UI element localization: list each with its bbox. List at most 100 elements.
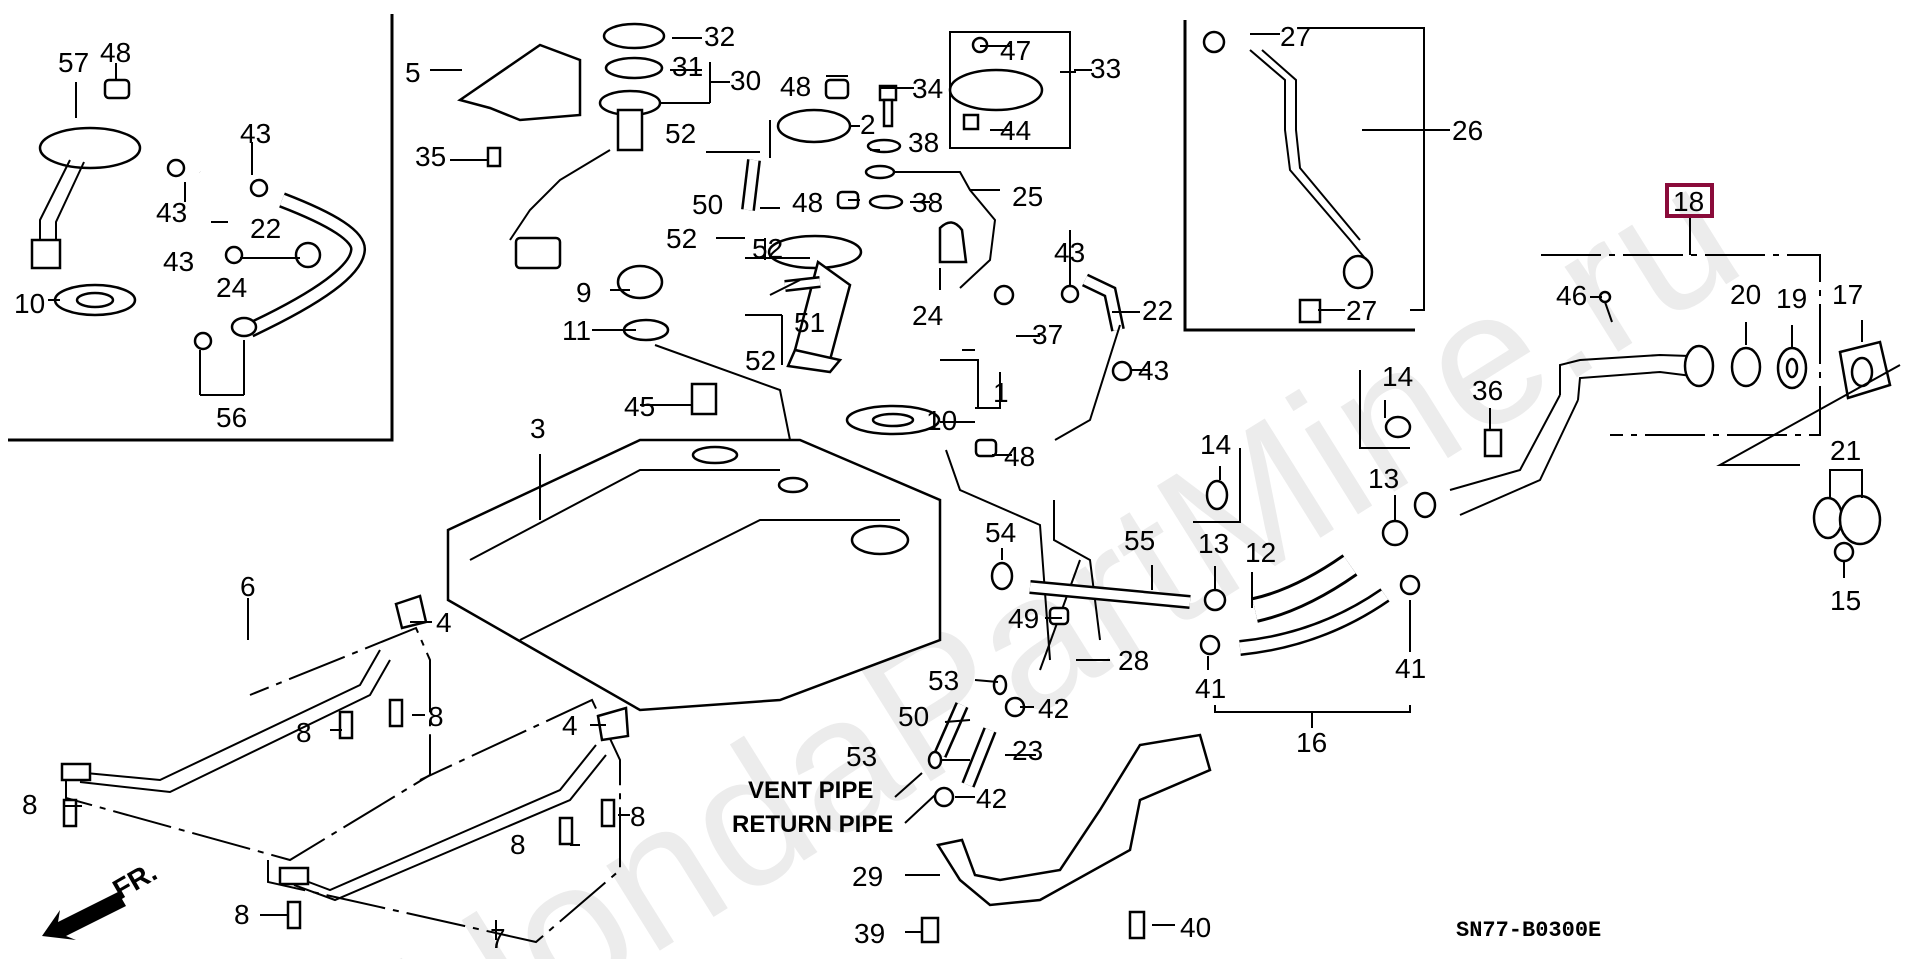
callout-39[interactable]: 39: [854, 918, 885, 949]
callout-44[interactable]: 44: [1000, 115, 1031, 146]
bracket-4b[interactable]: [596, 706, 630, 742]
clamp-14a[interactable]: [1384, 415, 1412, 439]
clip-27a[interactable]: [1202, 30, 1226, 54]
callout-21[interactable]: 21: [1830, 435, 1861, 466]
valve-9[interactable]: [616, 264, 664, 300]
clamp-43a[interactable]: [166, 158, 186, 178]
clip-24b[interactable]: [938, 221, 968, 264]
callout-57[interactable]: 57: [58, 47, 89, 78]
callout-48[interactable]: 48: [1004, 441, 1035, 472]
callout-27[interactable]: 27: [1346, 295, 1377, 326]
callout-43[interactable]: 43: [1138, 355, 1169, 386]
callout-46[interactable]: 46: [1556, 280, 1587, 311]
callout-10[interactable]: 10: [926, 405, 957, 436]
callout-37[interactable]: 37: [1032, 319, 1063, 350]
gasket-10[interactable]: [53, 283, 137, 317]
callout-13[interactable]: 13: [1198, 528, 1229, 559]
callout-1[interactable]: 1: [993, 377, 1009, 408]
nut-49[interactable]: [1048, 606, 1070, 626]
callout-38[interactable]: 38: [908, 127, 939, 158]
callout-24[interactable]: 24: [912, 300, 943, 331]
callout-12[interactable]: 12: [1245, 537, 1276, 568]
pipe-26[interactable]: [1249, 49, 1374, 290]
clip-39[interactable]: [920, 916, 940, 944]
callout-4[interactable]: 4: [436, 607, 452, 638]
callout-48[interactable]: 48: [100, 37, 131, 68]
base-17[interactable]: [1838, 340, 1892, 400]
callout-41[interactable]: 41: [1195, 673, 1226, 704]
callout-48[interactable]: 48: [792, 187, 823, 218]
callout-13[interactable]: 13: [1368, 463, 1399, 494]
callout-33[interactable]: 33: [1090, 53, 1121, 84]
callout-8[interactable]: 8: [510, 829, 526, 860]
seal-31[interactable]: [604, 56, 664, 80]
callout-22[interactable]: 22: [1142, 295, 1173, 326]
hose-22[interactable]: [197, 168, 233, 233]
nut-48[interactable]: [103, 78, 131, 100]
callout-53[interactable]: 53: [928, 665, 959, 696]
callout-48[interactable]: 48: [780, 71, 811, 102]
callout-55[interactable]: 55: [1124, 525, 1155, 556]
callout-38[interactable]: 38: [912, 187, 943, 218]
callout-6[interactable]: 6: [240, 571, 256, 602]
callout-14[interactable]: 14: [1382, 361, 1413, 392]
callout-53[interactable]: 53: [846, 741, 877, 772]
callout-8[interactable]: 8: [234, 899, 250, 930]
clamp-13a[interactable]: [1381, 519, 1409, 547]
clip-27b[interactable]: [1298, 298, 1322, 324]
callout-27[interactable]: 27: [1280, 21, 1311, 52]
callout-31[interactable]: 31: [672, 51, 703, 82]
callout-5[interactable]: 5: [405, 57, 421, 88]
cap-21a[interactable]: [1812, 496, 1844, 540]
callout-42[interactable]: 42: [976, 783, 1007, 814]
callout-2[interactable]: 2: [860, 109, 876, 140]
pipe-25[interactable]: [864, 164, 997, 289]
callout-8[interactable]: 8: [22, 789, 38, 820]
callout-34[interactable]: 34: [912, 73, 943, 104]
callout-51[interactable]: 51: [794, 307, 825, 338]
bolt-15[interactable]: [1833, 541, 1855, 563]
hose-23[interactable]: [961, 727, 997, 788]
callout-11[interactable]: 11: [562, 315, 591, 346]
clamp-53a[interactable]: [992, 674, 1008, 696]
bolt-8a[interactable]: [62, 798, 78, 828]
callout-18[interactable]: 18: [1673, 186, 1704, 217]
callout-8[interactable]: 8: [630, 801, 646, 832]
protector-29[interactable]: [935, 733, 1212, 907]
bolt-35[interactable]: [486, 146, 502, 168]
callout-41[interactable]: 41: [1395, 653, 1426, 684]
callout-28[interactable]: 28: [1118, 645, 1149, 676]
clip-45[interactable]: [690, 382, 718, 416]
clamp-53b[interactable]: [927, 750, 943, 770]
callout-30[interactable]: 30: [730, 65, 761, 96]
callout-24[interactable]: 24: [216, 272, 247, 303]
callout-56[interactable]: 56: [216, 402, 247, 433]
clamp-43c[interactable]: [224, 245, 244, 265]
callout-15[interactable]: 15: [1830, 585, 1861, 616]
bolt-8b[interactable]: [338, 710, 354, 740]
filler-neck-18[interactable]: [1413, 344, 1715, 519]
clamp-41a[interactable]: [1199, 634, 1221, 656]
callout-54[interactable]: 54: [985, 517, 1016, 548]
callout-43[interactable]: 43: [240, 118, 271, 149]
fuel-tank-3[interactable]: [446, 438, 942, 712]
callout-50[interactable]: 50: [898, 701, 929, 732]
bracket-4a[interactable]: [394, 594, 428, 630]
pressure-regulator-30[interactable]: [509, 89, 662, 241]
cap-21b[interactable]: [1838, 494, 1882, 546]
bolt-8f[interactable]: [286, 900, 302, 930]
fuel-sender-unit[interactable]: [30, 126, 142, 270]
clamp-54[interactable]: [990, 561, 1014, 591]
callout-3[interactable]: 3: [530, 413, 546, 444]
cap-32[interactable]: [602, 22, 666, 50]
clamp-43d[interactable]: [1060, 284, 1080, 304]
callout-45[interactable]: 45: [624, 391, 655, 422]
callout-52[interactable]: 52: [666, 223, 697, 254]
callout-52[interactable]: 52: [745, 345, 776, 376]
hose-12[interactable]: [1251, 554, 1358, 623]
callout-35[interactable]: 35: [415, 141, 446, 172]
callout-7[interactable]: 7: [490, 923, 506, 954]
hose-50b[interactable]: [933, 702, 969, 758]
bracket-5[interactable]: [457, 43, 582, 122]
clamp-56a[interactable]: [193, 331, 213, 351]
